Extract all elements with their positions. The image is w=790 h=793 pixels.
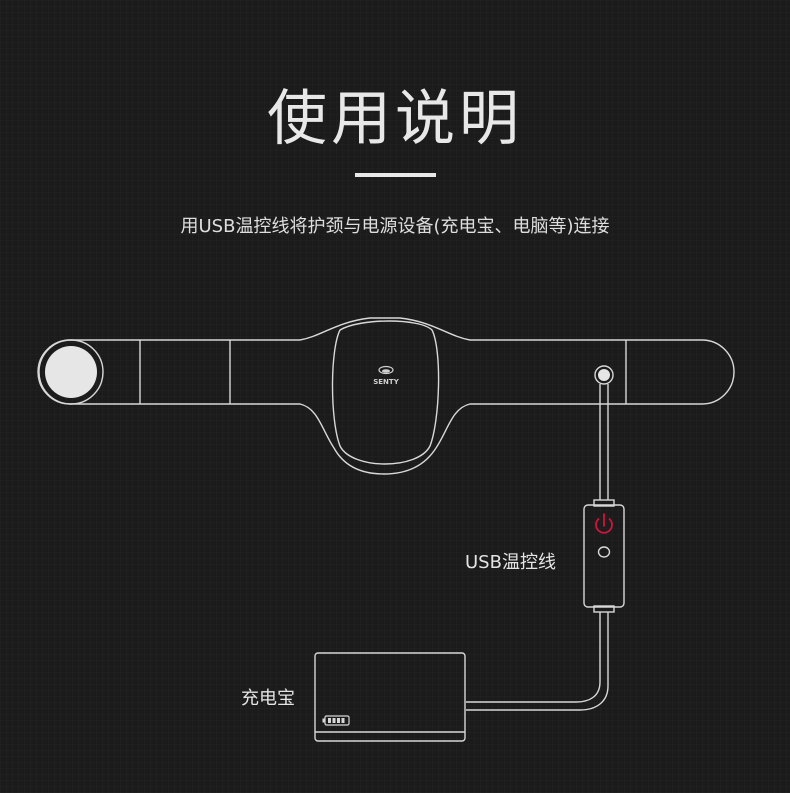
battery-indicator-icon	[322, 715, 350, 726]
power-bank	[314, 652, 466, 742]
temperature-button	[597, 546, 611, 558]
heat-pad-circle	[38, 339, 104, 405]
usb-cable	[466, 384, 625, 711]
usb-port	[594, 365, 614, 385]
power-bank-label: 充电宝	[241, 688, 295, 709]
title-divider	[355, 173, 436, 177]
instruction-text: 用USB温控线将护颈与电源设备(充电宝、电脑等)连接	[180, 216, 610, 237]
page-title: 使用说明	[267, 84, 523, 154]
brand-logo: SENTY	[373, 365, 400, 386]
neck-strap	[37, 317, 735, 475]
usb-cable-label: USB温控线	[465, 552, 556, 573]
power-icon	[595, 513, 613, 534]
logo-text: SENTY	[373, 378, 399, 386]
temperature-controller	[583, 504, 625, 608]
